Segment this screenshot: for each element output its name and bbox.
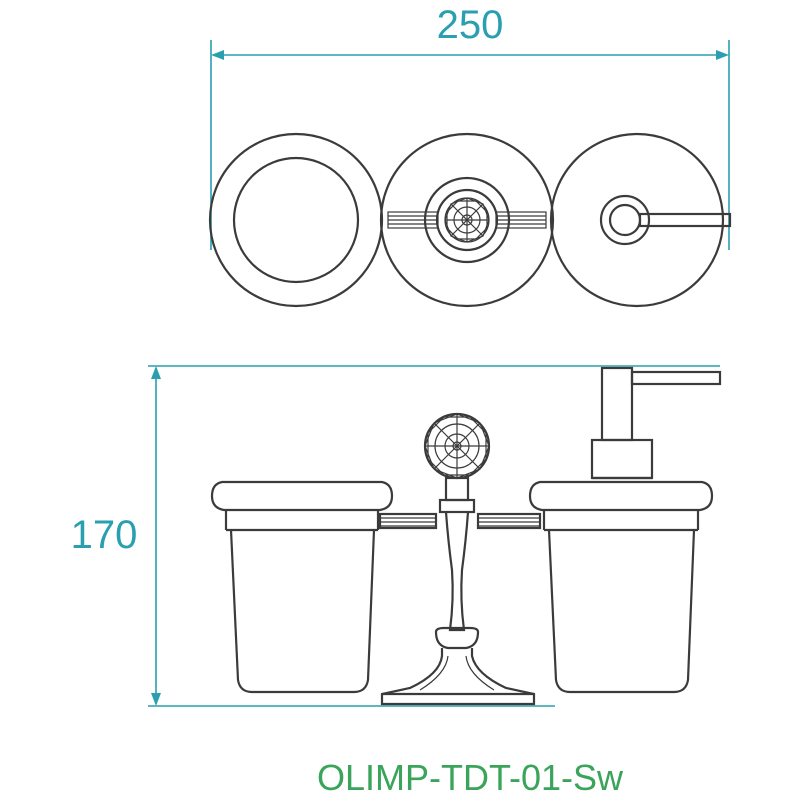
crystal-knob-front <box>425 414 489 478</box>
front-soap-dispenser <box>530 368 720 692</box>
height-label: 170 <box>71 513 138 557</box>
front-right-arm <box>478 514 540 528</box>
front-tumbler <box>212 482 392 692</box>
front-view: 170 <box>71 366 720 706</box>
top-tumbler <box>210 134 382 306</box>
top-wall-mount <box>381 134 553 306</box>
width-label: 250 <box>437 3 504 47</box>
height-dimension: 170 <box>71 366 720 706</box>
top-view: 250 <box>210 3 730 306</box>
front-center-stand <box>382 414 534 704</box>
model-label: OLIMP-TDT-01-Sw <box>317 757 624 798</box>
top-soap-dispenser <box>551 134 730 306</box>
front-left-arm <box>380 514 436 528</box>
crystal-knob-top <box>445 198 489 242</box>
